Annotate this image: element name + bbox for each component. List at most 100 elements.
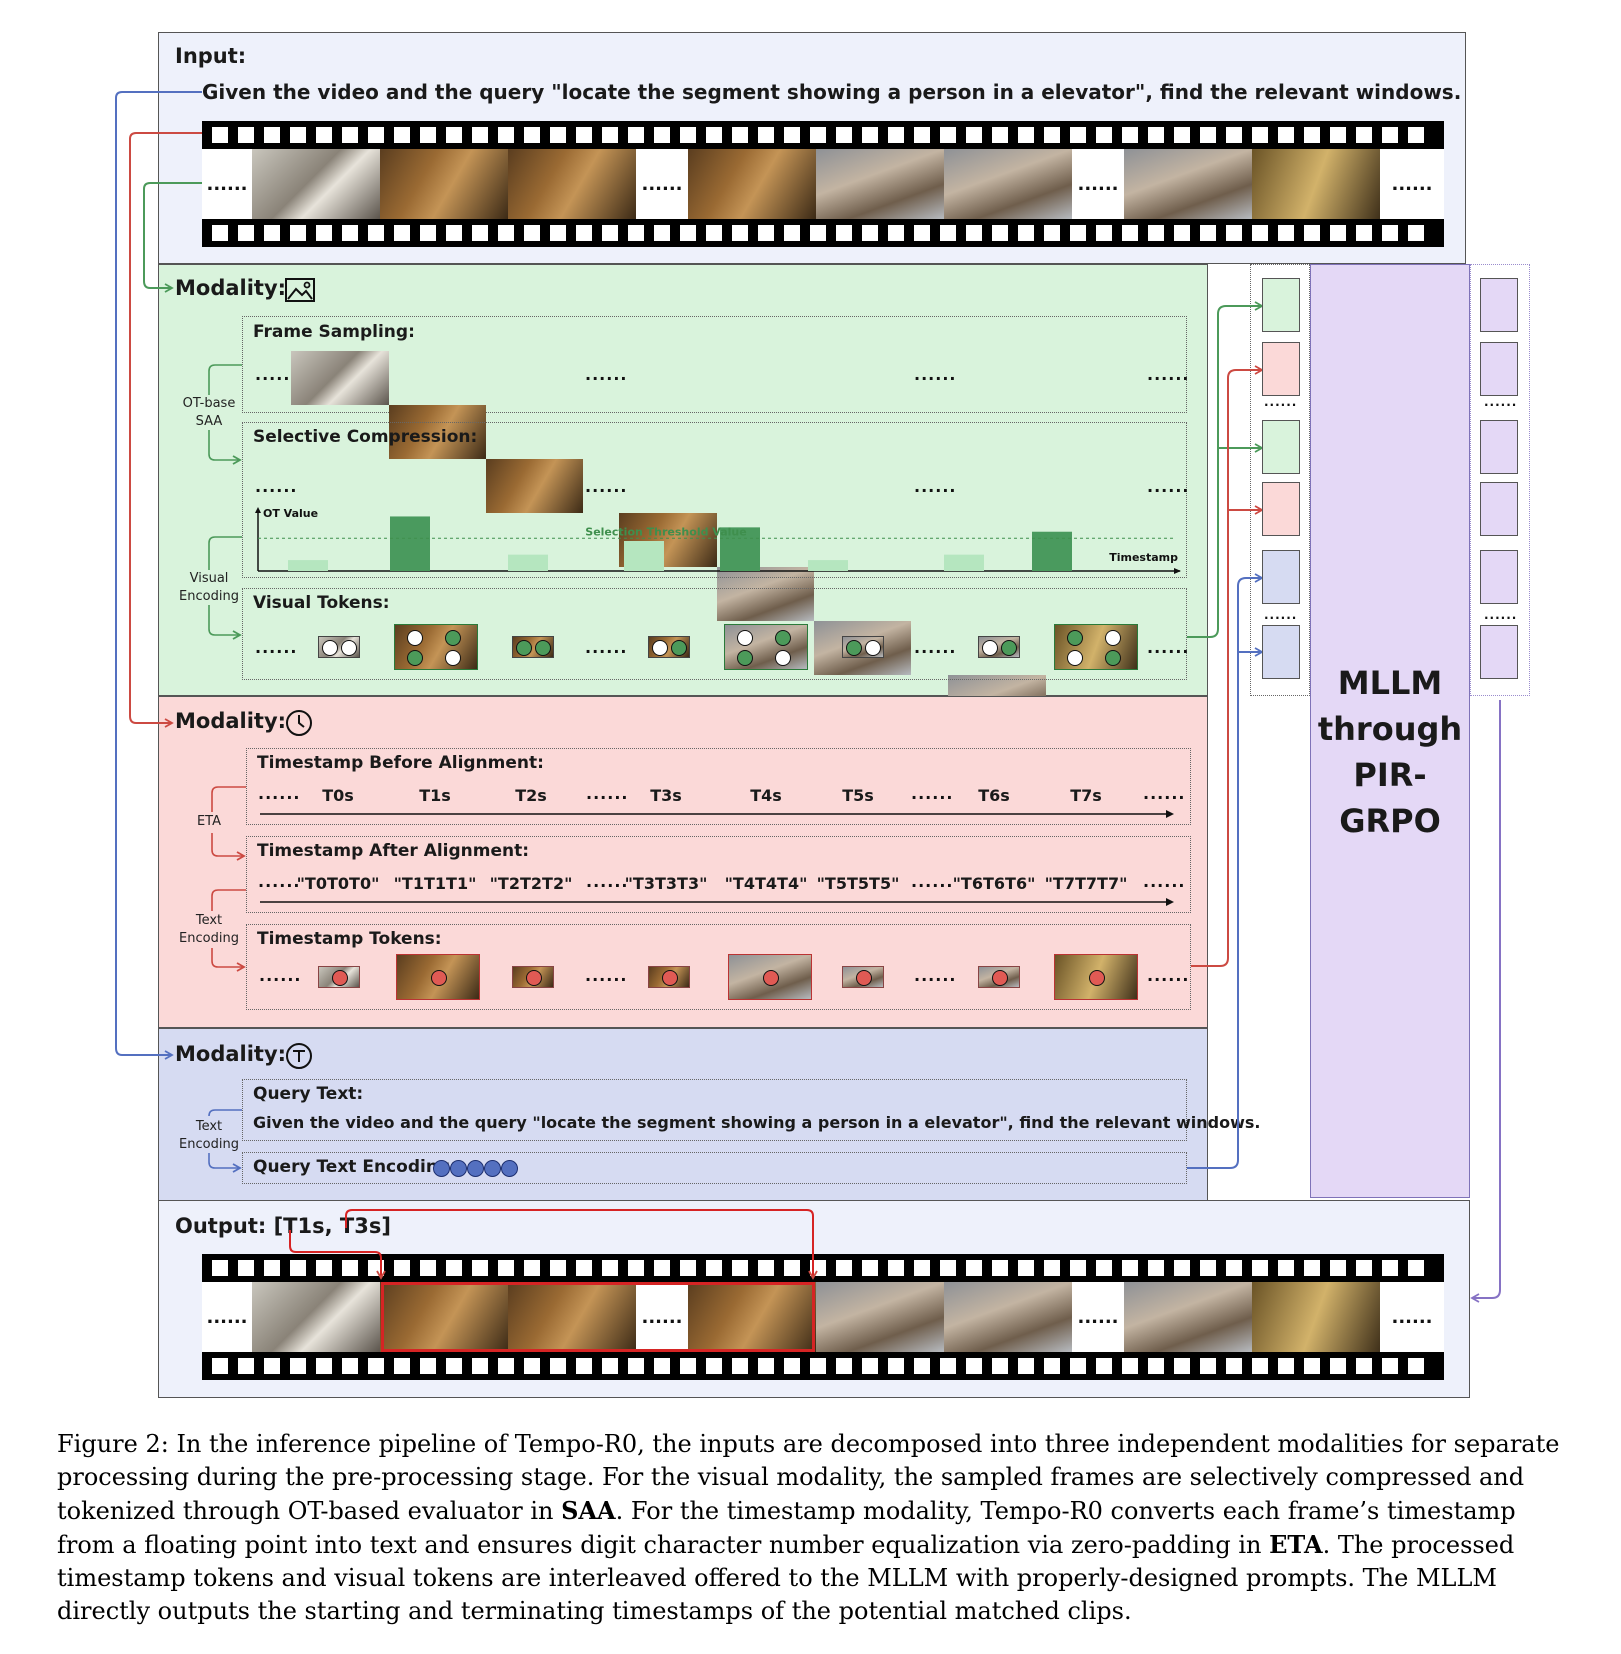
timestamp-token bbox=[978, 966, 1020, 988]
token-sequence-column bbox=[1250, 264, 1310, 696]
figure-caption: Figure 2: In the inference pipeline of T… bbox=[57, 1430, 1560, 1625]
token-circle bbox=[662, 970, 678, 986]
timestamp-tokens-box bbox=[246, 924, 1191, 1010]
timestamp-before-6: T6s bbox=[978, 786, 1010, 805]
ot-bar-T0 bbox=[288, 560, 328, 571]
token-circle bbox=[992, 970, 1008, 986]
ellipsis: ...... bbox=[259, 966, 302, 985]
frame-thumbnail bbox=[380, 149, 508, 219]
frame-thumbnail bbox=[688, 149, 816, 219]
token-circle bbox=[526, 970, 542, 986]
visual-modality-panel bbox=[158, 264, 1208, 696]
token-circle bbox=[671, 640, 687, 656]
token-circle bbox=[775, 650, 791, 666]
token-circle bbox=[407, 630, 423, 646]
ellipsis: ...... bbox=[1484, 395, 1518, 409]
input-film-strip: ...... ...... ...... ...... bbox=[202, 121, 1444, 247]
timestamp-after-1: "T1T1T1" bbox=[393, 874, 477, 893]
token-circle bbox=[856, 970, 872, 986]
timestamp-token bbox=[396, 954, 480, 1000]
selective-compression-box bbox=[242, 422, 1187, 578]
ellipsis: ...... bbox=[911, 784, 954, 803]
timestamp-before-4: T4s bbox=[750, 786, 782, 805]
frames-ellipsis: ...... bbox=[1380, 1282, 1444, 1352]
frame-sampling-label: Frame Sampling: bbox=[253, 322, 415, 342]
connector-lines bbox=[115, 91, 1501, 1303]
ellipsis: ...... bbox=[585, 365, 628, 384]
ellipsis: ...... bbox=[258, 872, 301, 891]
output-token-slot bbox=[1480, 420, 1518, 474]
timestamp-before-label: Timestamp Before Alignment: bbox=[257, 753, 544, 773]
visual-token bbox=[648, 636, 690, 658]
query-text-label: Query Text: bbox=[253, 1084, 364, 1104]
timestamp-after-2: "T2T2T2" bbox=[489, 874, 573, 893]
frame-thumbnail bbox=[944, 149, 1072, 219]
query-token bbox=[484, 1160, 501, 1177]
timestamp-before-box bbox=[246, 748, 1191, 825]
frames-ellipsis: ...... bbox=[1072, 1282, 1124, 1352]
frames-ellipsis: ...... bbox=[636, 1282, 688, 1352]
y-axis-arrow bbox=[255, 507, 261, 513]
token-slot bbox=[1262, 342, 1300, 396]
sampled-frame bbox=[486, 459, 583, 513]
side-label-visual-encoding: Visual Encoding bbox=[179, 571, 239, 604]
output-token-slot bbox=[1480, 550, 1518, 604]
input-heading: Input: bbox=[175, 44, 247, 68]
token-circle bbox=[445, 650, 461, 666]
token-circle bbox=[1089, 970, 1105, 986]
frame-thumbnail bbox=[944, 1282, 1072, 1352]
sampled-frame bbox=[291, 351, 389, 405]
sampled-frame bbox=[717, 567, 814, 621]
ot-value-chart: OT Value Timestamp Selection Threshold V… bbox=[255, 507, 1181, 574]
timestamp-after-4: "T4T4T4" bbox=[724, 874, 808, 893]
token-slot bbox=[1262, 482, 1300, 536]
ellipsis: ...... bbox=[585, 638, 628, 657]
ellipsis: ...... bbox=[586, 872, 629, 891]
timestamp-token bbox=[842, 966, 884, 988]
frames-ellipsis: ...... bbox=[202, 149, 252, 219]
frame-thumbnail bbox=[252, 149, 380, 219]
frame-thumbnail bbox=[380, 1282, 508, 1352]
timestamp-after-5: "T5T5T5" bbox=[816, 874, 900, 893]
token-circle bbox=[1105, 650, 1121, 666]
ot-bar-T4 bbox=[720, 527, 760, 571]
visual-token bbox=[978, 636, 1020, 658]
query-token bbox=[433, 1160, 450, 1177]
side-label-eta: ETA bbox=[196, 814, 222, 829]
visual-token bbox=[394, 624, 478, 670]
ellipsis: ...... bbox=[914, 365, 957, 384]
query-token bbox=[450, 1160, 467, 1177]
ot-bar-T3 bbox=[624, 541, 664, 571]
text-modality-heading: Modality: bbox=[175, 1042, 287, 1066]
frames-ellipsis: ...... bbox=[1380, 149, 1444, 219]
frames-ellipsis: ...... bbox=[636, 149, 688, 219]
token-circle bbox=[1067, 630, 1083, 646]
output-highlight bbox=[381, 1282, 815, 1352]
ellipsis: ...... bbox=[255, 638, 298, 657]
image-icon bbox=[285, 278, 315, 302]
token-circle bbox=[1067, 650, 1083, 666]
token-circle bbox=[332, 970, 348, 986]
timestamp-tokens-label: Timestamp Tokens: bbox=[257, 929, 442, 949]
frame-thumbnail bbox=[508, 149, 636, 219]
ellipsis: ...... bbox=[1264, 608, 1298, 622]
frame-thumbnail bbox=[688, 1282, 816, 1352]
timestamp-before-7: T7s bbox=[1070, 786, 1102, 805]
visual-tokens-label: Visual Tokens: bbox=[253, 593, 390, 613]
token-circle bbox=[516, 640, 532, 656]
side-label-text-encoding: Text Encoding bbox=[179, 913, 239, 946]
visual-tokens-box bbox=[242, 588, 1187, 680]
frame-thumbnail bbox=[252, 1282, 380, 1352]
token-circle bbox=[737, 630, 753, 646]
ot-bar-T2 bbox=[508, 554, 548, 571]
frames-ellipsis: ...... bbox=[1072, 149, 1124, 219]
mllm-label: MLLM through PIR-GRPO bbox=[1317, 664, 1463, 840]
token-circle bbox=[445, 630, 461, 646]
sampled-frame bbox=[389, 405, 486, 459]
timestamp-token bbox=[728, 954, 812, 1000]
ellipsis: ...... bbox=[914, 966, 957, 985]
query-token bbox=[467, 1160, 484, 1177]
timestamp-after-0: "T0T0T0" bbox=[296, 874, 380, 893]
x-axis-arrow bbox=[1174, 568, 1181, 574]
token-circle bbox=[982, 640, 998, 656]
